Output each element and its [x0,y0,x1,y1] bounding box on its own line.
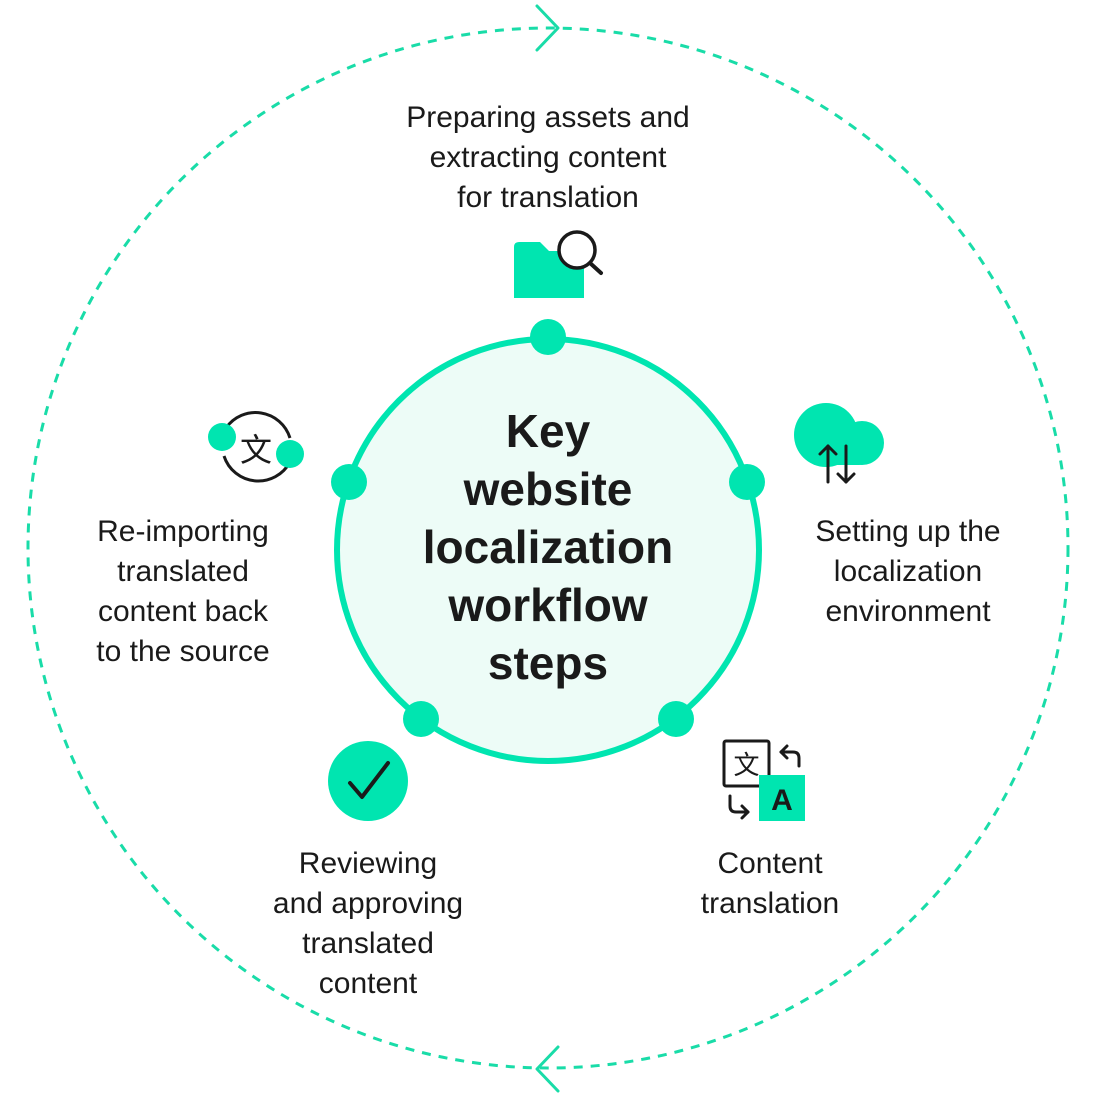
node-bottom-left [403,701,439,737]
cycle-arrow-bottom-icon [535,1045,560,1093]
svg-text:A: A [771,784,793,817]
step-label-reviewing-approving: Reviewing and approving translated conte… [272,847,464,1000]
step-label-content-translation: Content translation [700,847,840,920]
diagram-title: Key website localization workflow steps [422,405,674,689]
cycle-arrow-top-icon [535,4,560,52]
node-top [530,319,566,355]
svg-text:文: 文 [733,751,759,781]
node-right [729,464,765,500]
step-label-setting-up-environment: Setting up the localization environment [815,515,1001,628]
reimport-translate-icon: 文 [208,411,304,483]
node-left [331,464,367,500]
step-label-reimporting: Re-importing translated content back to … [96,515,270,668]
checkmark-circle-icon [328,741,408,821]
folder-search-icon [514,230,603,298]
outer-dashed-ring [26,26,1070,1070]
node-bottom-right [658,701,694,737]
step-label-preparing-assets: Preparing assets and extracting content … [406,101,690,214]
cloud-sync-icon [794,403,884,484]
translate-icon: 文 A [722,739,805,821]
svg-text:文: 文 [240,431,272,469]
